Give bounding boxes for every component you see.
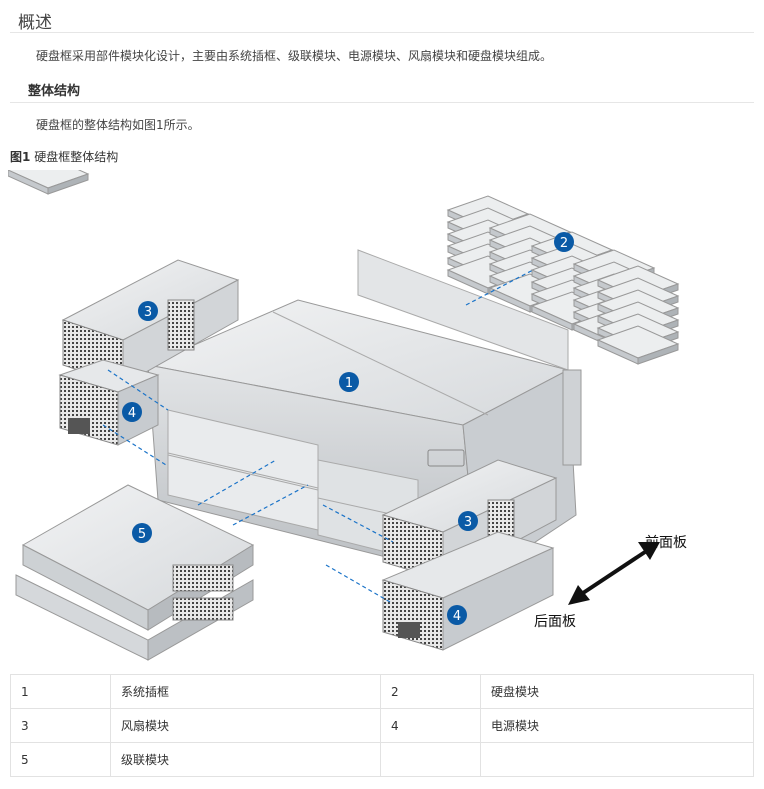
callout-1: 1: [339, 372, 359, 392]
subsection-title: 整体结构: [28, 84, 81, 99]
legend-table: 1 系统插框 2 硬盘模块 3 风扇模块 4 电源模块 5 级联模块: [10, 674, 754, 777]
svg-text:4: 4: [128, 406, 136, 421]
figure-label: 图1: [10, 150, 31, 164]
svg-text:3: 3: [144, 305, 152, 320]
subsection-text: 硬盘框的整体结构如图1所示。: [36, 118, 200, 132]
section-title: 概述: [18, 13, 52, 33]
rear-panel-label: 后面板: [534, 614, 576, 630]
svg-text:1: 1: [345, 376, 353, 391]
direction-arrow: 前面板 后面板: [534, 534, 687, 630]
svg-text:5: 5: [138, 527, 146, 542]
table-row: 1 系统插框 2 硬盘模块: [10, 674, 754, 709]
table-row: 5 级联模块: [10, 742, 754, 777]
callout-3-left: 3: [138, 301, 158, 321]
callout-4-left: 4: [122, 402, 142, 422]
leader-lines: [102, 269, 534, 603]
section-divider: [10, 32, 754, 33]
callout-2: 2: [554, 232, 574, 252]
enclosure-illustration: 1 2 3 4 5 3 4: [8, 170, 687, 661]
power-module-left: [58, 359, 160, 446]
figure-caption: 图1 硬盘框整体结构: [10, 148, 118, 165]
table-row: 3 风扇模块 4 电源模块: [10, 708, 754, 743]
disk-module-stack: [8, 170, 679, 365]
callout-4-right: 4: [447, 605, 467, 625]
fan-module-left: [61, 259, 240, 386]
figure-caption-text: 硬盘框整体结构: [34, 150, 119, 164]
svg-text:3: 3: [464, 515, 472, 530]
subsection-divider: [10, 102, 754, 103]
section-intro: 硬盘框采用部件模块化设计，主要由系统插框、级联模块、电源模块、风扇模块和硬盘模块…: [36, 49, 553, 63]
front-panel-label: 前面板: [645, 534, 687, 551]
callouts: 1 2 3 4 5 3 4: [122, 232, 574, 625]
cascade-module: [15, 484, 255, 661]
svg-text:4: 4: [453, 609, 461, 624]
callout-5: 5: [132, 523, 152, 543]
power-module-right: [381, 531, 555, 651]
callout-3-right: 3: [458, 511, 478, 531]
svg-text:2: 2: [560, 236, 568, 251]
